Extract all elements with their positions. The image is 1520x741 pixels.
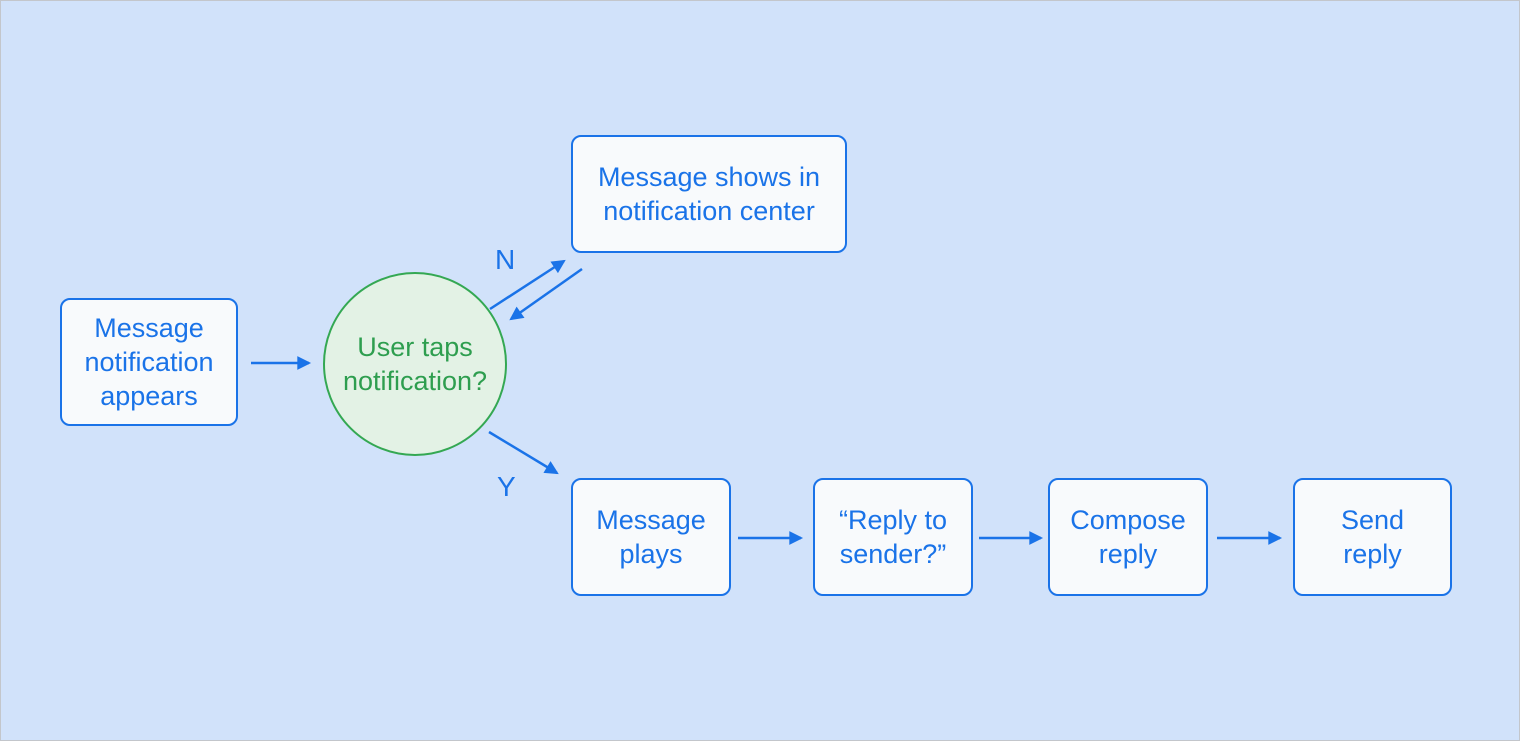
node-user-taps-notification: User taps notification? — [323, 272, 507, 456]
node-message-shows-in-notification-center: Message shows in notification center — [571, 135, 847, 253]
edge-notification-center-return-arrow — [509, 267, 583, 321]
edge-no-to-notification-center-arrow — [489, 259, 566, 311]
node-label-message-notification-appears: Message notification appears — [84, 312, 214, 411]
node-reply-to-sender: “Reply to sender?” — [813, 478, 973, 596]
node-message-notification-appears: Message notification appears — [60, 298, 238, 426]
node-label-send-reply: Send reply — [1340, 504, 1405, 569]
node-compose-reply: Compose reply — [1048, 478, 1208, 596]
node-message-plays: Message plays — [571, 478, 731, 596]
edge-label-yes: Y — [497, 471, 516, 502]
node-label-compose-reply: Compose reply — [1070, 504, 1186, 569]
edge-label-no: N — [495, 244, 516, 275]
node-label-reply-to-sender: “Reply to sender?” — [838, 504, 948, 569]
node-label-user-taps-notification: User taps notification? — [342, 331, 488, 396]
edge-yes-to-message-plays-arrow — [488, 430, 559, 475]
node-label-message-plays: Message plays — [596, 504, 706, 569]
node-label-message-shows-in-notification-center: Message shows in notification center — [597, 161, 821, 226]
node-send-reply: Send reply — [1293, 478, 1452, 596]
